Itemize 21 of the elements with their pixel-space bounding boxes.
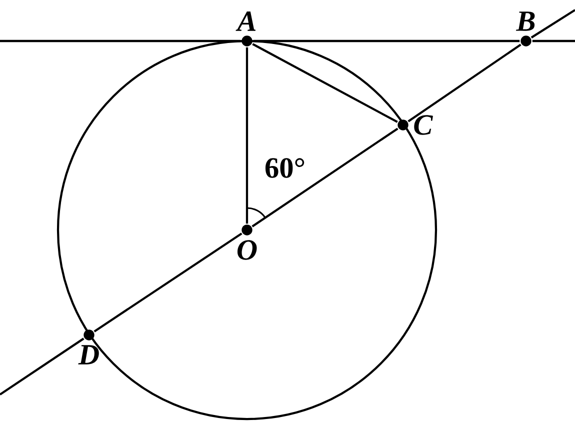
line [94, 232, 242, 332]
line [246, 47, 248, 224]
line [530, 9, 575, 38]
point: D [78, 330, 99, 364]
line [0, 338, 84, 396]
line [532, 40, 575, 42]
point: O [237, 224, 257, 260]
node-label: O [237, 240, 257, 260]
point: A [236, 12, 256, 46]
line [253, 40, 520, 42]
line [0, 40, 241, 42]
angle-label: 60° [265, 158, 304, 178]
line [252, 43, 398, 123]
point: B [516, 12, 535, 46]
node-label: C [414, 115, 433, 135]
line [252, 128, 398, 228]
point: C [398, 115, 433, 135]
node-label: D [78, 345, 99, 364]
node-label: A [236, 12, 256, 31]
line [408, 44, 522, 122]
node-label: B [516, 12, 535, 31]
